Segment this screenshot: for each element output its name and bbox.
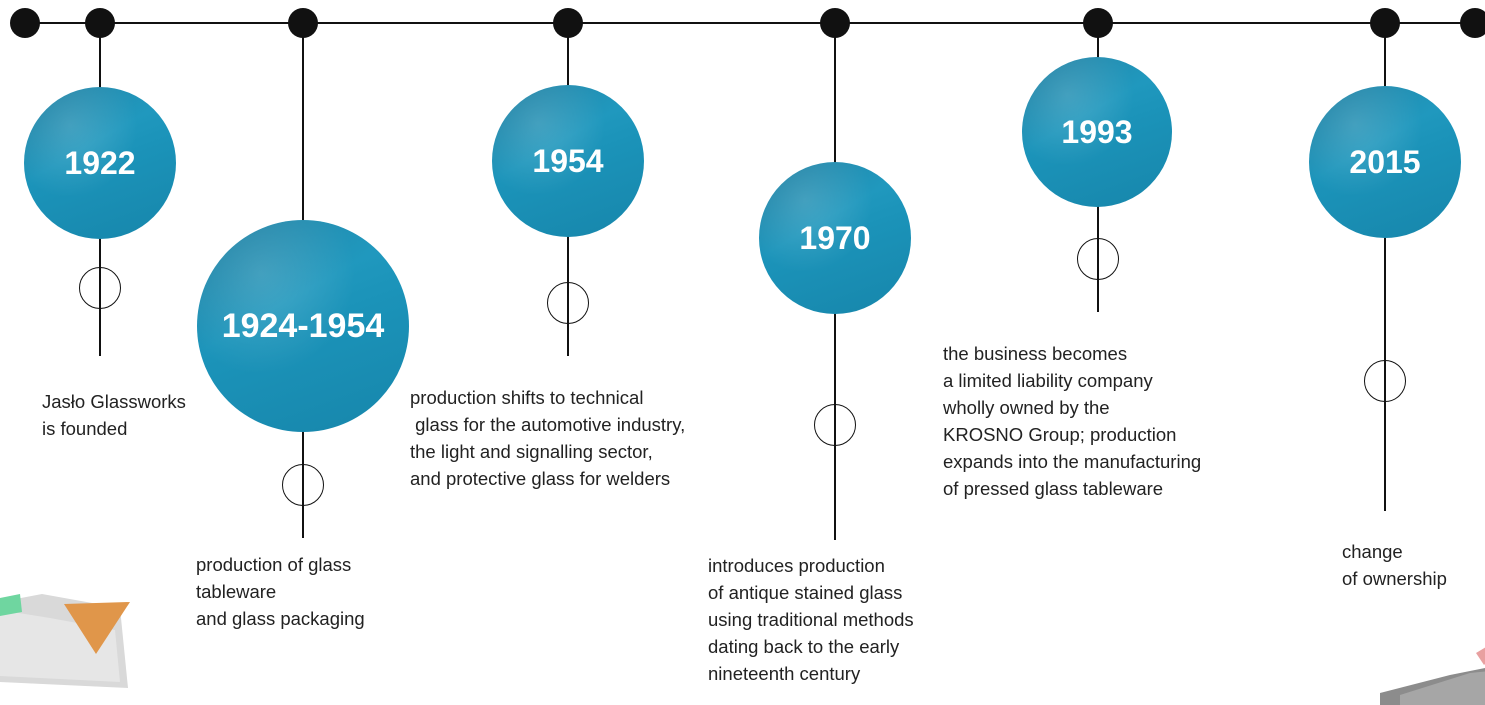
timeline-dot-1993 [1083,8,1113,38]
timeline-axis [25,22,1475,24]
event-text-1954: production shifts to technical glass for… [410,387,686,489]
year-circle-1954: 1954 [492,85,644,237]
year-circle-1922: 1922 [24,87,176,239]
timeline-dot-1970 [820,8,850,38]
year-circle-1970: 1970 [759,162,911,314]
event-text-1924-1954: production of glass tableware and glass … [196,554,365,629]
year-circle-1993: 1993 [1022,57,1172,207]
decorative-paper-left [0,594,130,688]
ring-2015 [1364,360,1406,402]
timeline-dot-2015 [1370,8,1400,38]
event-text-1993: the business becomes a limited liability… [943,343,1202,499]
timeline-start-dot [10,8,40,38]
connector-2015 [1384,23,1386,511]
decorative-paper-right [1380,647,1485,705]
event-text-1922: Jasło Glassworks is founded [42,391,186,439]
year-circle-1924-1954: 1924-1954 [197,220,409,432]
year-circle-2015: 2015 [1309,86,1461,238]
timeline-dot-1954 [553,8,583,38]
timeline-dot-1924-1954 [288,8,318,38]
ring-1954 [547,282,589,324]
timeline-dot-1922 [85,8,115,38]
event-text-2015: change of ownership [1342,541,1447,589]
event-text-1970: introduces production of antique stained… [708,555,914,684]
ring-1922 [79,267,121,309]
timeline-end-dot [1460,8,1485,38]
ring-1924-1954 [282,464,324,506]
ring-1993 [1077,238,1119,280]
ring-1970 [814,404,856,446]
